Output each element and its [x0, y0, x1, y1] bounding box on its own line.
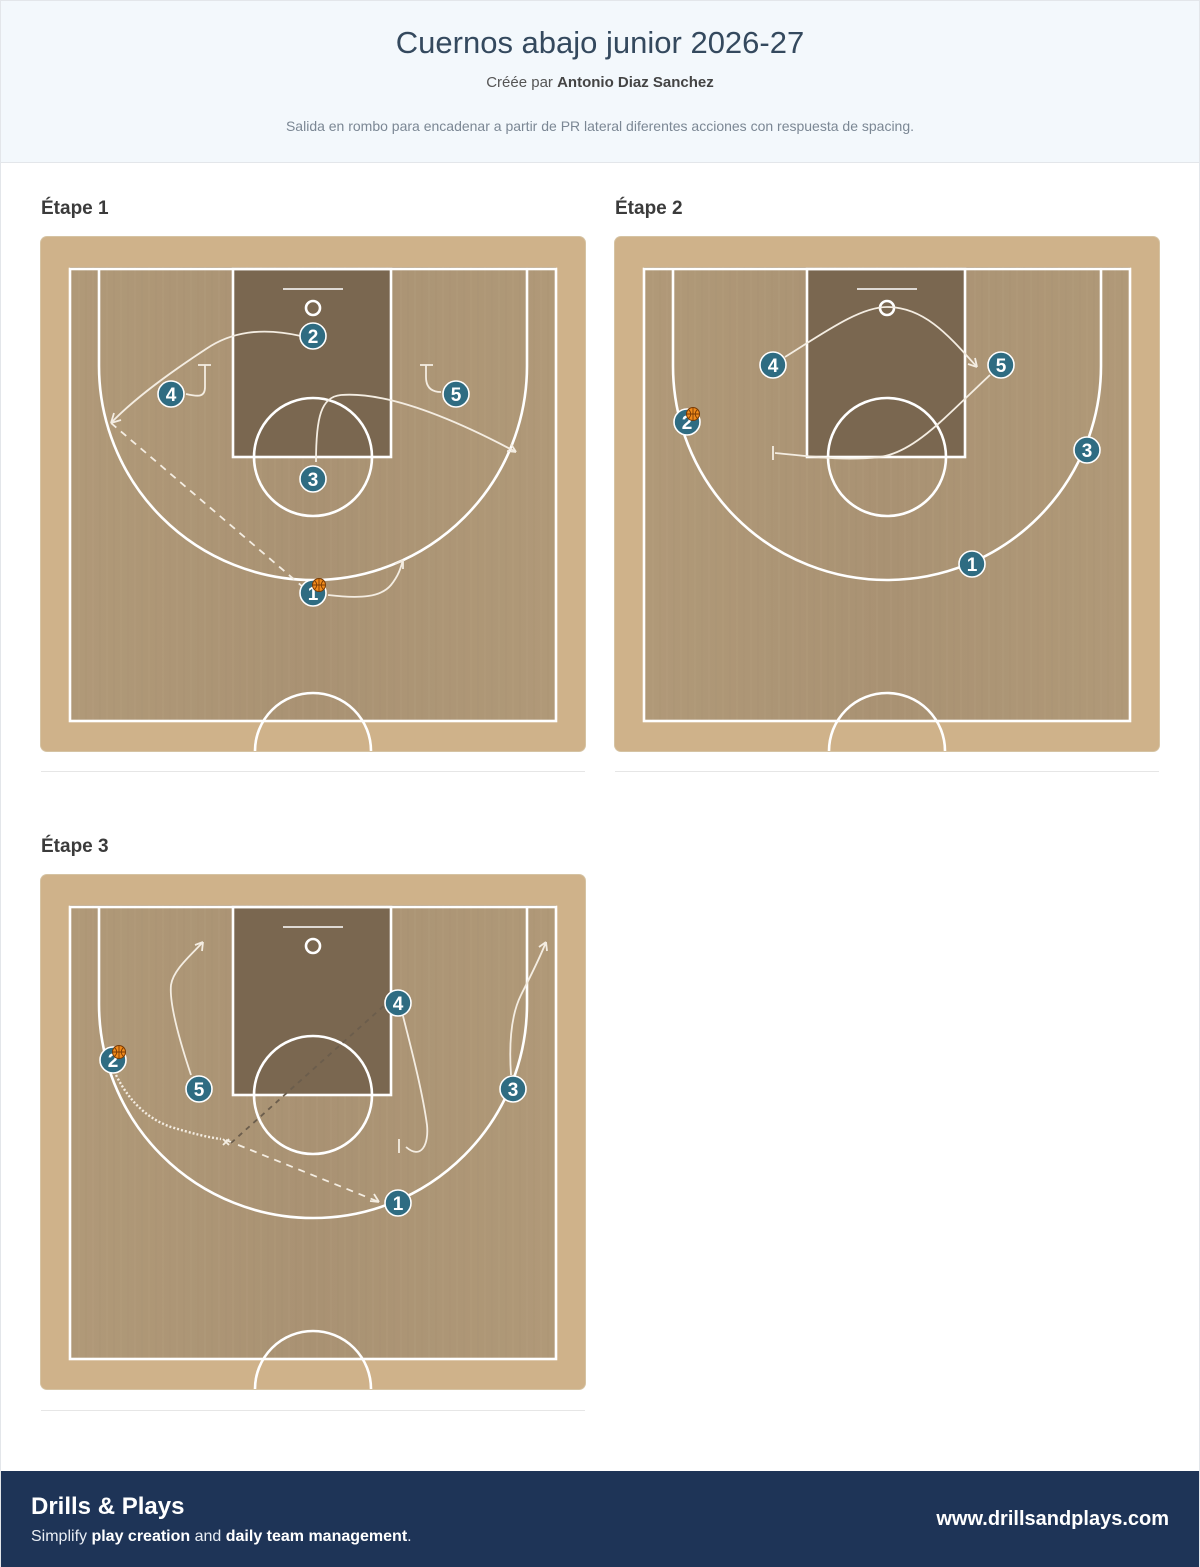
- cut-path: [110, 330, 302, 424]
- arrow-head: [967, 357, 978, 368]
- player-1[interactable]: 1: [384, 1189, 412, 1217]
- option-pass-path: [230, 1002, 388, 1144]
- player-3[interactable]: 3: [299, 465, 327, 493]
- play-author: Créée par Antonio Diaz Sanchez: [1, 74, 1199, 91]
- step-2-court[interactable]: 4 5 2 3 1: [615, 237, 1159, 751]
- basketball-icon: [112, 1045, 126, 1059]
- player-5[interactable]: 5: [987, 351, 1015, 379]
- play-header: Cuernos abajo junior 2026-27 Créée par A…: [1, 1, 1199, 163]
- pass-path: [225, 1139, 380, 1203]
- footer-tagline: Simplify play creation and daily team ma…: [31, 1528, 412, 1545]
- basketball-icon: [312, 578, 326, 592]
- arrow-head: [194, 941, 204, 952]
- screen-path: [774, 374, 991, 460]
- arrow-head: [369, 1193, 380, 1203]
- svg-text:5: 5: [451, 385, 462, 406]
- svg-text:5: 5: [194, 1080, 205, 1101]
- svg-text:4: 4: [166, 385, 177, 406]
- basketball-icon: [686, 407, 700, 421]
- step-3-court[interactable]: 4 2 5 3 1: [41, 875, 585, 1389]
- cut-path: [784, 306, 978, 368]
- pass-marker: [222, 1138, 230, 1146]
- player-2[interactable]: 2: [299, 322, 327, 350]
- player-1[interactable]: 1: [958, 550, 986, 578]
- screen-path: [402, 1015, 429, 1153]
- dribble-path: [114, 1074, 222, 1141]
- footer: Drills & Plays Simplify play creation an…: [1, 1471, 1199, 1567]
- footer-brand: Drills & Plays: [31, 1493, 185, 1520]
- arrow-head: [506, 443, 517, 453]
- step-2-title: Étape 2: [615, 198, 683, 219]
- player-4[interactable]: 4: [384, 989, 412, 1017]
- players: 4 5 2 3 1: [673, 351, 1101, 578]
- play-description: Salida en rombo para encadenar a partir …: [285, 118, 915, 134]
- move-path: [327, 559, 404, 598]
- step-divider: [41, 1410, 585, 1411]
- player-4[interactable]: 4: [759, 351, 787, 379]
- svg-text:3: 3: [308, 470, 319, 491]
- svg-text:3: 3: [1082, 441, 1093, 462]
- step-1-title: Étape 1: [41, 198, 109, 219]
- svg-text:2: 2: [108, 1051, 119, 1072]
- step-divider: [615, 771, 1159, 772]
- pass-path: [110, 422, 304, 588]
- footer-website-link[interactable]: www.drillsandplays.com: [936, 1508, 1169, 1530]
- svg-text:4: 4: [393, 994, 404, 1015]
- svg-text:3: 3: [508, 1080, 519, 1101]
- svg-text:1: 1: [967, 555, 978, 576]
- screen-path: [425, 365, 442, 393]
- player-5[interactable]: 5: [185, 1075, 213, 1103]
- arrow-head: [110, 412, 122, 424]
- arrow-head: [538, 941, 548, 952]
- cut-path: [169, 941, 204, 1076]
- screen-path: [185, 365, 206, 397]
- svg-text:5: 5: [996, 356, 1007, 377]
- cut-path: [315, 393, 517, 463]
- cut-path: [509, 941, 547, 1076]
- svg-text:2: 2: [682, 413, 693, 434]
- svg-text:1: 1: [308, 584, 319, 605]
- players: 2 4 5 3 1: [157, 322, 470, 607]
- player-3[interactable]: 3: [1073, 436, 1101, 464]
- player-4[interactable]: 4: [157, 380, 185, 408]
- author-prefix: Créée par: [486, 74, 553, 91]
- svg-text:2: 2: [308, 327, 319, 348]
- player-3[interactable]: 3: [499, 1075, 527, 1103]
- players: 4 2 5 3 1: [99, 989, 527, 1217]
- author-name: Antonio Diaz Sanchez: [557, 74, 714, 91]
- player-5[interactable]: 5: [442, 380, 470, 408]
- step-3-title: Étape 3: [41, 836, 109, 857]
- step-divider: [41, 771, 585, 772]
- svg-text:4: 4: [768, 356, 779, 377]
- step-1-court[interactable]: 2 4 5 3 1: [41, 237, 585, 751]
- play-title: Cuernos abajo junior 2026-27: [395, 25, 805, 60]
- svg-text:1: 1: [393, 1194, 404, 1215]
- arrow-head: [394, 559, 404, 569]
